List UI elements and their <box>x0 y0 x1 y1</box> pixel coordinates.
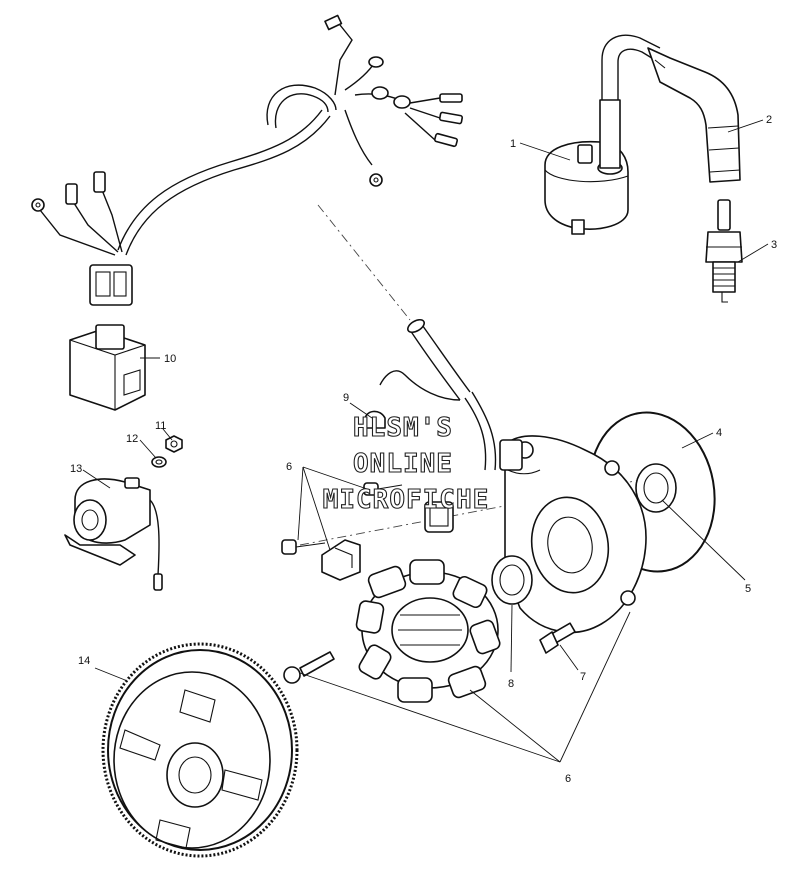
callout-7: 7 <box>580 671 586 683</box>
stator-coils <box>355 559 501 703</box>
seal-part-5 <box>635 463 677 513</box>
callout-9: 9 <box>343 392 349 404</box>
solenoid <box>64 477 163 591</box>
nut-part-11 <box>165 435 183 453</box>
stator-plate <box>499 435 647 634</box>
callout-5: 5 <box>745 583 751 595</box>
watermark: HLSM'S ONLINE MICROFICHE <box>322 412 490 515</box>
watermark-line-1: HLSM'S <box>353 413 453 443</box>
flywheel <box>101 642 299 858</box>
pickup-coil <box>424 501 454 533</box>
callout-8: 8 <box>508 678 514 690</box>
spark-plug <box>705 199 743 303</box>
long-screw <box>283 651 335 684</box>
seal-part-8 <box>491 555 533 605</box>
callout-14: 14 <box>78 655 90 667</box>
callout-1: 1 <box>510 138 516 150</box>
callout-13: 13 <box>70 463 82 475</box>
callout-6b: 6 <box>565 773 571 785</box>
callout-3: 3 <box>771 239 777 251</box>
washer-part-12 <box>151 456 167 468</box>
watermark-line-2: ONLINE <box>353 449 453 479</box>
screw-left <box>281 539 326 555</box>
callout-10: 10 <box>164 353 176 365</box>
bolt-part-7 <box>539 622 576 654</box>
callouts: 1 2 3 4 5 6 6 7 8 9 10 11 12 13 14 <box>70 114 777 785</box>
wire-clamp <box>364 410 386 429</box>
callout-6a: 6 <box>286 461 292 473</box>
callout-4: 4 <box>716 427 722 439</box>
callout-12: 12 <box>126 433 138 445</box>
callout-2: 2 <box>766 114 772 126</box>
cdi-module <box>69 324 146 411</box>
spark-plug-cap <box>647 47 741 183</box>
callout-11: 11 <box>155 420 166 432</box>
watermark-line-3: MICROFICHE <box>323 485 490 515</box>
screw-upper <box>363 482 403 496</box>
leader-lines <box>82 119 769 763</box>
wiring-harness <box>31 14 497 471</box>
bracket <box>321 539 361 581</box>
ignition-coil <box>544 34 661 235</box>
